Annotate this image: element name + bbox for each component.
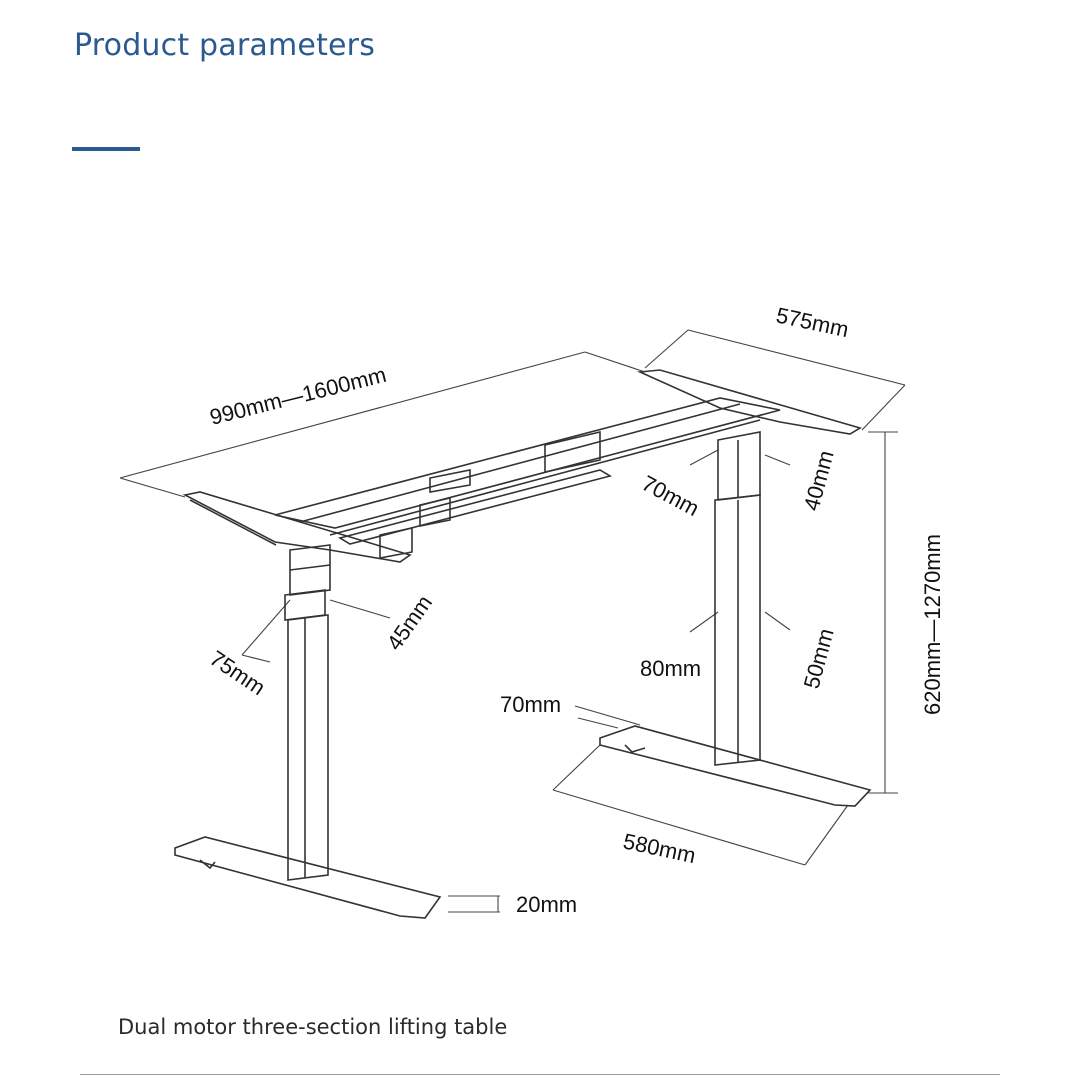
dim-left-tube-width: 75mm: [205, 645, 270, 700]
dim-lower-tube-width: 80mm: [640, 656, 701, 681]
dim-foot-length: 580mm: [621, 828, 698, 868]
dim-lower-tube-depth: 50mm: [799, 626, 839, 692]
dim-width-range: 990mm—1600mm: [207, 362, 389, 430]
dim-foot-height: 20mm: [516, 892, 577, 917]
dim-height-range: 620mm—1270mm: [920, 534, 945, 715]
dim-depth: 575mm: [774, 302, 851, 342]
title-accent-bar: [72, 147, 140, 151]
diagram-caption: Dual motor three-section lifting table: [118, 1015, 508, 1039]
desk-frame: [174, 369, 872, 919]
dimension-lines: [119, 329, 906, 913]
dim-left-tube-depth: 45mm: [382, 590, 438, 654]
bottom-divider: [80, 1074, 1000, 1075]
dim-upper-tube-depth: 40mm: [799, 448, 839, 514]
page-title: Product parameters: [74, 28, 376, 63]
dim-foot-width: 70mm: [500, 692, 561, 717]
dim-upper-tube-width: 70mm: [638, 470, 704, 521]
